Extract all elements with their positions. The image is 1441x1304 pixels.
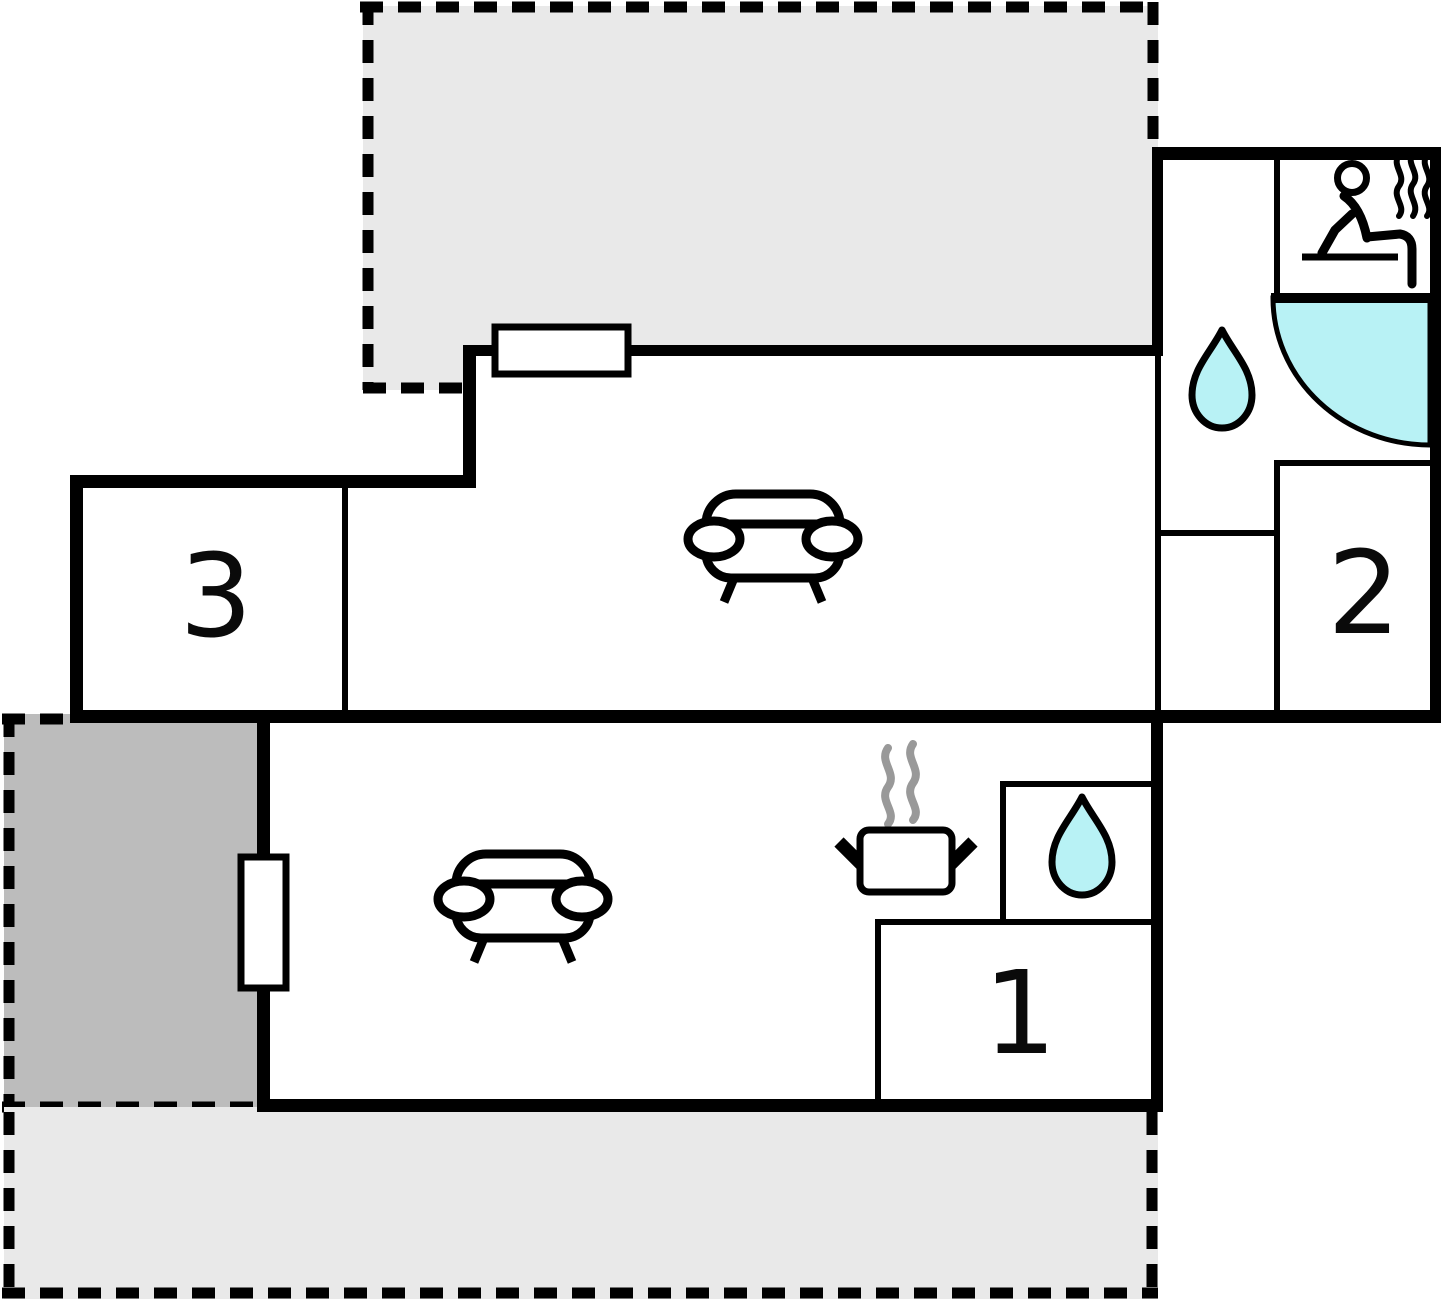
sauna-person-body [1317, 191, 1417, 289]
wall-bath-top [1152, 147, 1441, 160]
cooking-pot-icon [834, 740, 978, 896]
wall-room3-divider [342, 488, 348, 713]
heat-waves-icon [1393, 150, 1433, 219]
wall-sauna-bottom [1271, 293, 1441, 303]
wall-room2-top [1274, 460, 1434, 466]
water-drop-icon-bathroom [1192, 330, 1252, 428]
top-terrace [360, 1, 1159, 394]
window-left [237, 853, 290, 992]
room-3-label: 3 [179, 530, 252, 664]
sauna-icon [1302, 150, 1433, 289]
shower-icon [1270, 295, 1433, 448]
water-drop-icon-kitchen [1052, 797, 1112, 895]
room-1-label: 1 [983, 947, 1056, 1081]
wall-sauna-left [1274, 158, 1280, 295]
wall-closet-top [1155, 530, 1280, 536]
side-balcony [2, 713, 262, 1113]
wall-room1-top [875, 919, 1157, 925]
sofa-icon-living-room [688, 494, 858, 602]
window-top [491, 323, 632, 378]
wall-lower-right [1151, 713, 1163, 1112]
wall-livingroom-top [463, 345, 1163, 356]
wall-bottom [257, 1099, 1163, 1112]
wall-room1-left [875, 919, 881, 1105]
interior-walls [342, 158, 1434, 1105]
wall-step-vertical [463, 345, 476, 488]
wall-sink-left [1000, 781, 1006, 925]
wall-room2-left [1274, 460, 1280, 713]
wall-sink-top [1000, 781, 1157, 787]
steam-icon [881, 740, 920, 828]
sauna-person-head [1334, 160, 1370, 196]
side-balcony-area [4, 714, 258, 1107]
room-2-label: 2 [1327, 527, 1400, 661]
wall-room3-top [70, 475, 476, 488]
exterior-walls [70, 147, 1441, 1112]
top-terrace-area [363, 6, 1158, 390]
bottom-terrace [2, 1107, 1158, 1301]
bottom-terrace-area [4, 1107, 1158, 1299]
wall-bath-left [1152, 147, 1163, 355]
wall-room3-left [70, 475, 83, 723]
wall-bath-right [1430, 147, 1441, 723]
sofa-icon-lounge [438, 854, 608, 962]
wall-middle [70, 710, 1441, 723]
